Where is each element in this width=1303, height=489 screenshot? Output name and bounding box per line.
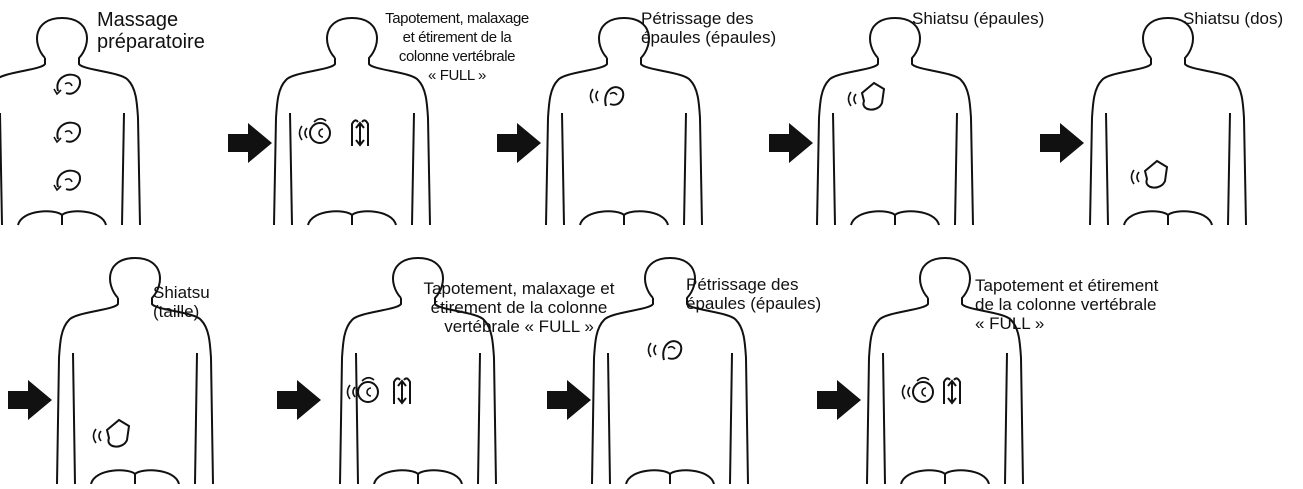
right-arrow-icon <box>228 123 272 163</box>
body-figure-8 <box>591 256 749 485</box>
step-9-label: Tapotement et étirement de la colonne ve… <box>975 276 1159 333</box>
body-figure-5 <box>1089 16 1247 226</box>
body-figure-9 <box>866 256 1024 485</box>
right-arrow-icon <box>497 123 541 163</box>
stretch-icon <box>393 377 411 405</box>
tapping-kneading-icon <box>298 117 331 144</box>
right-arrow-icon <box>8 380 52 420</box>
stretch-icon <box>351 119 369 147</box>
body-figure-2 <box>273 16 431 226</box>
body-figure-6 <box>56 256 214 485</box>
tapping-kneading-icon <box>346 376 379 403</box>
tapping-kneading-icon <box>901 376 934 403</box>
body-figure-1 <box>0 16 141 226</box>
kneading-icon <box>53 121 82 144</box>
stretch-icon <box>943 377 961 405</box>
right-arrow-icon <box>277 380 321 420</box>
step-3-label: Pétrissage des épaules (épaules) <box>641 9 777 47</box>
shoulder-kneading-icon <box>647 340 683 361</box>
step-1-label: Massage préparatoire <box>97 9 205 53</box>
body-figure-3 <box>545 16 703 226</box>
shoulder-kneading-icon <box>589 86 625 107</box>
right-arrow-icon <box>1040 123 1084 163</box>
body-figure-7 <box>339 256 497 485</box>
step-5-label: Shiatsu (dos) <box>1183 9 1284 28</box>
step-6-label: Shiatsu (taille) <box>153 283 210 321</box>
kneading-icon <box>53 169 82 192</box>
body-figure-4 <box>816 16 974 226</box>
right-arrow-icon <box>769 123 813 163</box>
kneading-icon <box>53 73 82 96</box>
right-arrow-icon <box>817 380 861 420</box>
shiatsu-icon <box>847 81 886 111</box>
step-7-label: Tapotement, malaxage et étirement de la … <box>423 279 615 336</box>
shiatsu-icon <box>1130 159 1169 189</box>
shiatsu-icon <box>92 418 131 448</box>
step-8-label: Pétrissage des épaules (épaules) <box>686 275 822 313</box>
step-2-label: Tapotement, malaxage et étirement de la … <box>385 10 529 84</box>
step-4-label: Shiatsu (épaules) <box>912 9 1045 28</box>
right-arrow-icon <box>547 380 591 420</box>
